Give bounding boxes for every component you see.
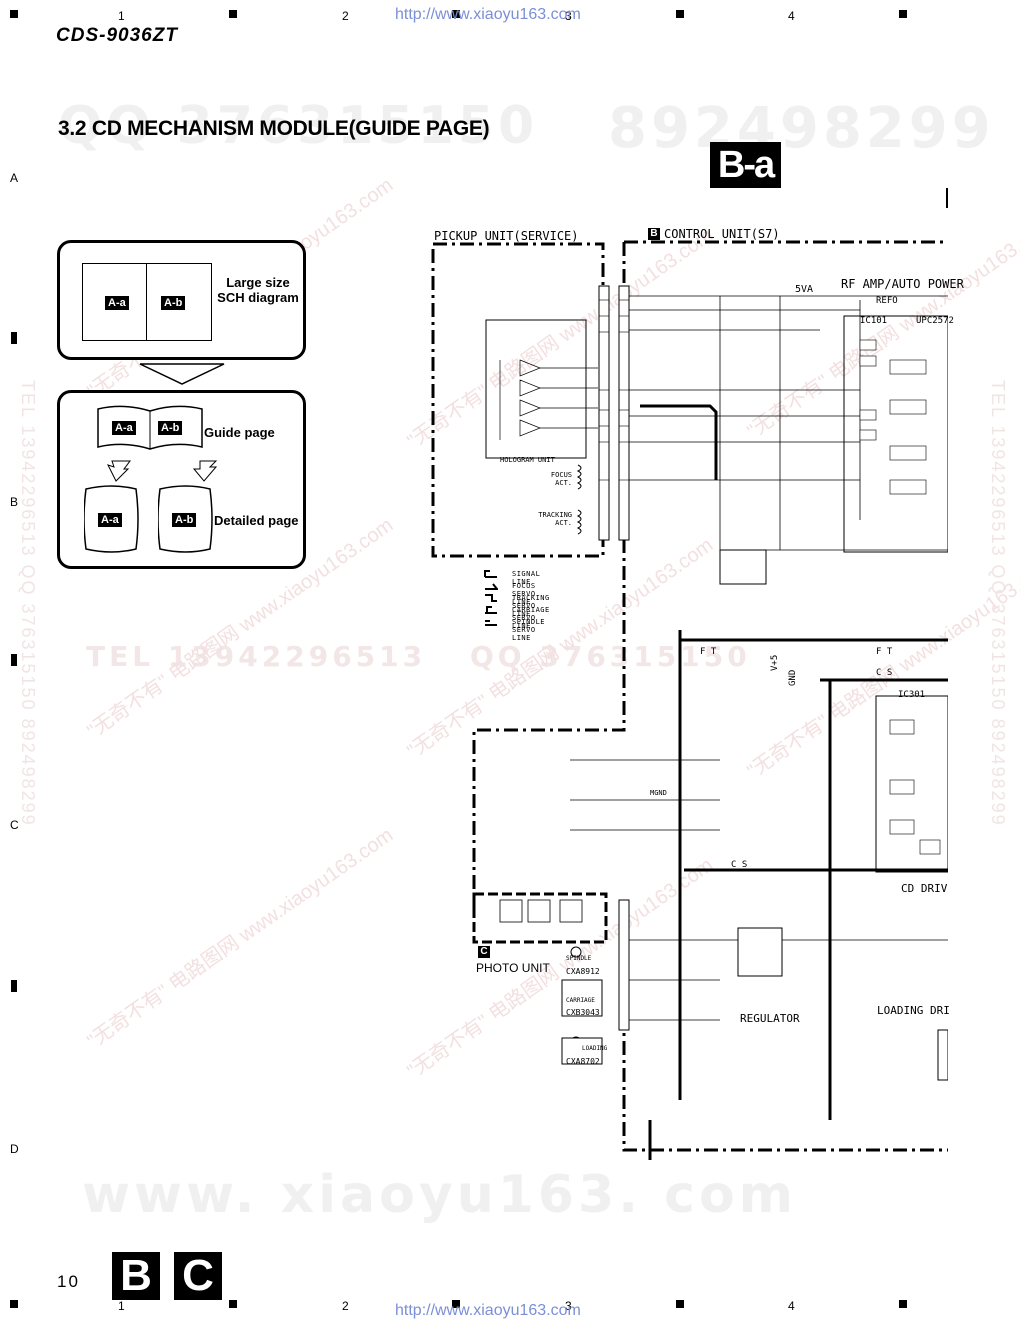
- grid-mark: [11, 654, 17, 666]
- legend-signal: SIGNAL LINE: [512, 570, 541, 586]
- sheet-divider: [146, 264, 147, 340]
- legend-focus: FOCUS SERVO LINE: [512, 582, 536, 606]
- guide-page-label: Guide page: [204, 425, 275, 440]
- col-number-1: 1: [118, 9, 125, 23]
- detailed-page-label: Detailed page: [214, 513, 299, 528]
- sch-sheet: A-a A-b: [82, 263, 212, 341]
- focus-act-label: FOCUS ACT.: [550, 471, 572, 487]
- chip-a-b: A-b: [161, 296, 186, 310]
- watermark-number: 892498299: [608, 96, 995, 161]
- grid-mark: [229, 10, 237, 18]
- carriage-line-icon: [485, 606, 497, 614]
- ic301-label: IC301: [898, 690, 926, 700]
- footer-letter-c: C: [174, 1252, 222, 1300]
- row-letter-d: D: [10, 1142, 19, 1156]
- net-mgnd: MGND: [650, 789, 667, 797]
- section-badge: B-a: [710, 142, 781, 188]
- net-refo: REFO: [876, 296, 898, 306]
- watermark-qq-mid: QQ 376315150: [470, 640, 751, 673]
- focus-line-icon: [485, 583, 498, 590]
- loading-driver-label: LOADING DRI: [877, 1004, 950, 1017]
- spindle-label: SPINDLE: [566, 955, 592, 962]
- watermark-qq: QQ 376315150: [58, 96, 539, 156]
- cxa8702-label: CXA8702: [566, 1057, 600, 1066]
- net-gnd: GND: [788, 669, 798, 686]
- grid-mark: [11, 332, 17, 344]
- cxb3043-label: CXB3043: [566, 1008, 600, 1017]
- edge-mark: [946, 188, 948, 208]
- cd-driver-label: CD DRIV: [901, 882, 948, 895]
- down-arrow-icon: [139, 363, 225, 385]
- section-title: 3.2 CD MECHANISM MODULE(GUIDE PAGE): [58, 117, 490, 140]
- watermark-site: www. xiaoyu163. com: [82, 1165, 797, 1225]
- source-url-top[interactable]: http://www.xiaoyu163.com: [395, 6, 581, 23]
- watermark-vertical-left: TEL 13942296513 QQ 376315150 892498299: [18, 380, 38, 827]
- watermark-tel: TEL 13942296513: [86, 640, 427, 673]
- page-number: 10: [57, 1272, 80, 1291]
- watermark-vertical-right: TEL 13942296513 QQ 376315150 892498299: [988, 380, 1008, 827]
- guide-detail-box: A-a A-b Guide page A-a A-b Detailed page: [57, 390, 306, 569]
- guide-large-sch-box: A-a A-b Large size SCH diagram: [57, 240, 306, 360]
- tracking-act-label: TRACKING ACT.: [538, 511, 572, 527]
- col-number-4: 4: [788, 9, 795, 23]
- grid-mark: [452, 10, 460, 18]
- legend-carriage: CARRIAGE SERVO LINE: [512, 606, 550, 630]
- cxa8912-label: CXA8912: [566, 967, 600, 976]
- loading-label: LOADING: [582, 1045, 608, 1052]
- row-letter-c: C: [10, 818, 19, 832]
- col-number-3: 3: [565, 9, 572, 23]
- grid-mark: [676, 10, 684, 18]
- carriage-label: CARRIAGE: [566, 997, 595, 1004]
- control-unit-label: CONTROL UNIT(S7): [664, 227, 780, 241]
- large-sch-label: Large size SCH diagram: [217, 275, 299, 305]
- tracking-line-icon: [485, 594, 497, 602]
- grid-mark: [452, 1300, 460, 1308]
- pickup-unit-label: PICKUP UNIT(SERVICE): [434, 229, 579, 243]
- col-number-2: 2: [342, 9, 349, 23]
- spindle-line-icon: [485, 620, 497, 626]
- net-ft-2: F T: [876, 647, 893, 657]
- net-cs-1: C S: [876, 668, 893, 678]
- grid-mark: [899, 10, 907, 18]
- row-letter-a: A: [10, 171, 19, 185]
- corner-mark: [10, 1300, 18, 1308]
- col-number-4-bottom: 4: [788, 1299, 795, 1313]
- col-number-2-bottom: 2: [342, 1299, 349, 1313]
- row-letter-b: B: [10, 495, 19, 509]
- net-ft-1: F T: [700, 647, 717, 657]
- schematic-diagram: [431, 240, 948, 1160]
- col-number-3-bottom: 3: [565, 1299, 572, 1313]
- split-arrows-icon: [107, 460, 218, 482]
- model-number: CDS-9036ZT: [56, 25, 178, 46]
- ic101-label: IC101: [860, 316, 888, 326]
- grid-mark: [11, 980, 17, 992]
- grid-mark: [229, 1300, 237, 1308]
- footer-letter-b: B: [112, 1252, 160, 1300]
- source-url-bottom[interactable]: http://www.xiaoyu163.com: [395, 1302, 581, 1319]
- chip-a-a: A-a: [98, 513, 122, 527]
- col-number-1-bottom: 1: [118, 1299, 125, 1313]
- net-cs-2: C S: [731, 860, 748, 870]
- chip-a-a: A-a: [105, 296, 129, 310]
- chip-a-a: A-a: [112, 421, 136, 435]
- legend-tracking: TRACKING SERVO LINE: [512, 594, 550, 618]
- upc-label: UPC2572: [916, 316, 954, 326]
- open-book-icon: [97, 405, 203, 450]
- legend-spindle: SPINDLE SERVO LINE: [512, 618, 546, 642]
- grid-mark: [676, 1300, 684, 1308]
- rf-amp-label: RF AMP/AUTO POWER: [841, 277, 964, 291]
- chip-a-b: A-b: [158, 421, 183, 435]
- watermark-rotated-5: "无奇不有" 电路图网 www.xiaoyu163.com: [83, 824, 398, 1053]
- regulator-label: REGULATOR: [740, 1012, 800, 1025]
- net-5va: 5VA: [795, 284, 814, 295]
- control-unit-marker: B: [648, 228, 660, 240]
- chip-a-b: A-b: [172, 513, 197, 527]
- corner-mark: [10, 10, 18, 18]
- signal-line-icon: [484, 570, 497, 578]
- photo-unit-marker: C: [478, 946, 490, 958]
- grid-mark: [899, 1300, 907, 1308]
- hologram-label: HOLOGRAM UNIT: [500, 456, 555, 464]
- photo-unit-label: PHOTO UNIT: [476, 961, 550, 975]
- net-v5: V+5: [770, 654, 780, 671]
